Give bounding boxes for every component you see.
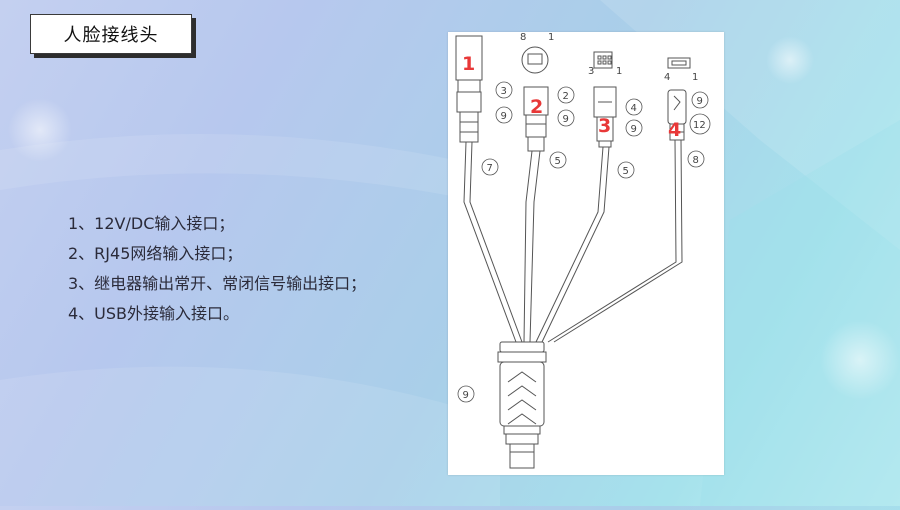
callout-8: 9	[631, 124, 637, 135]
list-item-rj45: 2、RJ45网络输入接口；	[68, 244, 243, 263]
callout-3: 7	[487, 163, 493, 174]
rj45-pin-1: 1	[548, 32, 554, 43]
callout-7: 4	[631, 103, 637, 114]
list-item-power: 1、12V/DC输入接口；	[68, 214, 235, 233]
list-item-relay: 3、继电器输出常开、常闭信号输出接口；	[68, 274, 367, 293]
callout-11: 12	[693, 120, 706, 131]
usb-pin-1: 1	[692, 72, 698, 83]
usb-pin-4: 4	[664, 72, 670, 83]
connector-number-3: 3	[598, 115, 611, 137]
rj45-pin-8: 8	[520, 32, 526, 43]
callout-10: 9	[697, 96, 703, 107]
callout-13: 9	[463, 390, 469, 401]
slide-title: 人脸接线头	[63, 25, 159, 46]
cable-diagram: 1 2 3 4 8 1 3 1 4 1 3 9 7 2 9 5 4 9	[448, 32, 724, 475]
relay-pin-1: 1	[616, 66, 622, 77]
usb-face	[667, 57, 691, 69]
rj45-face	[521, 46, 549, 74]
callout-4: 2	[563, 91, 569, 102]
connector-list: 1、12V/DC输入接口； 2、RJ45网络输入接口； 3、继电器输出常开、常闭…	[68, 211, 366, 331]
callout-5: 9	[563, 114, 569, 125]
callout-1: 3	[501, 86, 507, 97]
list-item-usb: 4、USB外接输入接口。	[68, 304, 240, 323]
connector-number-1: 1	[462, 53, 475, 75]
callout-6: 5	[555, 156, 561, 167]
cable-drawing: 1 2 3 4 8 1 3 1 4 1 3 9 7 2 9 5 4 9	[455, 32, 711, 469]
connector-number-2: 2	[530, 96, 543, 118]
trunk-collar	[499, 341, 545, 353]
slide-title-box: 人脸接线头	[30, 14, 192, 54]
callout-12: 8	[693, 155, 699, 166]
connector-number-4: 4	[668, 119, 681, 141]
relay-face	[593, 51, 613, 69]
callout-2: 9	[501, 111, 507, 122]
callout-group: 3 9 7 2 9 5 4 9 5 9 12 8 9	[457, 81, 711, 403]
relay-pin-3: 3	[588, 66, 594, 77]
callout-9: 5	[623, 166, 629, 177]
